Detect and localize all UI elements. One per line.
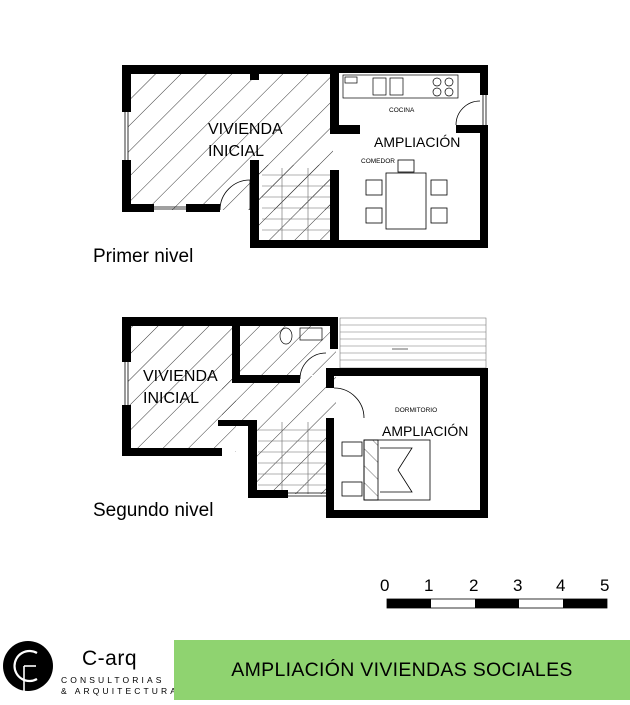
bath-hatch: [238, 325, 336, 375]
second-floor-windows: [124, 362, 484, 514]
dining-label: COMEDOR: [361, 158, 395, 165]
door-swing-bedroom: [333, 387, 365, 419]
scale-tick-5: 5: [600, 576, 609, 595]
floor-plans: VIVIENDA INICIAL AMPLIACIÓN COCINA COMED…: [93, 65, 609, 609]
first-floor-plan: VIVIENDA INICIAL AMPLIACIÓN COCINA COMED…: [93, 65, 488, 267]
company-logo: [0, 633, 172, 700]
second-floor-plan: VIVIENDA INICIAL AMPLIACIÓN DORMITORIO S…: [93, 317, 488, 521]
title-banner: AMPLIACIÓN VIVIENDAS SOCIALES: [174, 640, 630, 700]
door-swing-bath: [299, 352, 327, 380]
kitchen-counter: [342, 74, 459, 99]
logo-subtitle-line1: CONSULTORIAS: [61, 675, 165, 685]
logo-name: C-arq: [82, 647, 138, 670]
initial-label-line2-2: INICIAL: [143, 390, 199, 407]
scale-tick-0: 0: [380, 576, 389, 595]
scale-segment-3: [475, 599, 519, 608]
extension-label: AMPLIACIÓN: [374, 134, 460, 150]
stair-treads: [262, 168, 332, 245]
first-floor-windows: [124, 95, 487, 215]
initial-label-line2: INICIAL: [208, 143, 264, 160]
first-floor-level-label: Primer nivel: [93, 246, 193, 267]
kitchen-label: COCINA: [389, 107, 415, 114]
bedroom-label: DORMITORIO: [395, 407, 437, 414]
stair-hatch: [258, 165, 336, 247]
logo-mark-icon: [3, 641, 53, 693]
initial-label-line1: VIVIENDA: [208, 121, 283, 138]
dining-table: [365, 159, 448, 230]
scale-tick-1: 1: [424, 576, 433, 595]
balcony-deck: [339, 317, 487, 369]
stair-hatch-2: [256, 420, 334, 494]
hall-hatch: [222, 376, 336, 420]
second-floor-walls: [122, 317, 488, 518]
scale-segment-1: [387, 599, 431, 608]
logo-subtitle-line2: & ARQUITECTURA: [61, 686, 180, 696]
door-swing: [219, 179, 251, 211]
door-swing-kitchen: [455, 100, 481, 126]
banner-title: AMPLIACIÓN VIVIENDAS SOCIALES: [231, 658, 573, 681]
second-floor-level-label: Segundo nivel: [93, 500, 213, 521]
scale-bar: 0 1 2 3 4 5: [380, 576, 609, 609]
scale-tick-4: 4: [556, 576, 565, 595]
extension-label-2: AMPLIACIÓN: [382, 423, 468, 439]
scale-tick-2: 2: [469, 576, 478, 595]
initial-label-line1-2: VIVIENDA: [143, 368, 218, 385]
initial-housing-hatch-2: [128, 324, 236, 452]
bed: [341, 439, 431, 501]
bathroom-fixtures: [279, 327, 323, 345]
scale-tick-3: 3: [513, 576, 522, 595]
first-floor-walls: [122, 65, 488, 248]
scale-segment-5: [563, 599, 607, 608]
stair-treads-2: [258, 422, 332, 494]
